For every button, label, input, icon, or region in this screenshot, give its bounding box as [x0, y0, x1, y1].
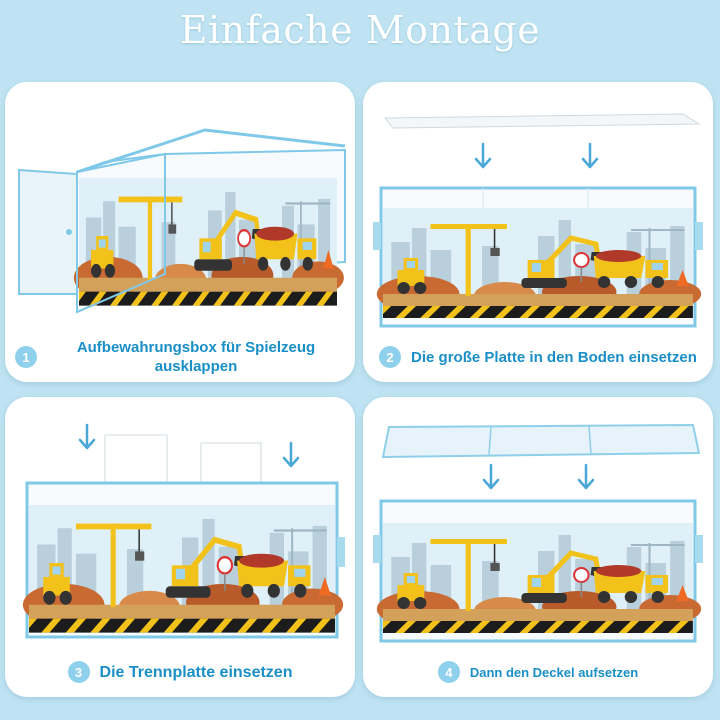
step-text: Aufbewahrungsbox für Spielzeug ausklappe…	[76, 339, 316, 375]
step-number-badge: 2	[379, 346, 402, 368]
step-number-badge: 3	[67, 661, 90, 683]
step-caption-1: 1 Aufbewahrungsbox für Spielzeug ausklap…	[5, 332, 355, 382]
box-with-divider-illustration	[5, 423, 355, 639]
box-with-lid-illustration	[373, 423, 713, 643]
arrow-down-icon	[282, 441, 300, 468]
arrow-down-icon	[474, 142, 492, 169]
step-number-badge: 4	[437, 661, 460, 683]
arrow-down-icon	[581, 142, 599, 169]
step-text: Dann den Deckel aufsetzen	[469, 664, 639, 680]
step-text: Die große Platte in den Boden einsetzen	[411, 348, 697, 366]
step-text: Die Trennplatte einsetzen	[99, 663, 293, 681]
box-with-base-plate-illustration	[373, 113, 713, 328]
step-card-4: 4 Dann den Deckel aufsetzen	[363, 397, 713, 697]
step-card-3: 3 Die Trennplatte einsetzen	[5, 397, 355, 697]
step-caption-4: 4 Dann den Deckel aufsetzen	[363, 647, 713, 697]
unfolded-box-illustration	[18, 128, 355, 314]
page-title: Einfache Montage	[179, 8, 541, 52]
arrow-down-icon	[577, 463, 595, 490]
step-card-1: 1 Aufbewahrungsbox für Spielzeug ausklap…	[5, 82, 355, 382]
arrow-down-icon	[78, 423, 96, 450]
step-number-badge: 1	[15, 346, 37, 368]
arrow-down-icon	[482, 463, 500, 490]
step-caption-3: 3 Die Trennplatte einsetzen	[5, 647, 355, 697]
step-card-2: 2 Die große Platte in den Boden einsetze…	[363, 82, 713, 382]
step-caption-2: 2 Die große Platte in den Boden einsetze…	[363, 332, 713, 382]
